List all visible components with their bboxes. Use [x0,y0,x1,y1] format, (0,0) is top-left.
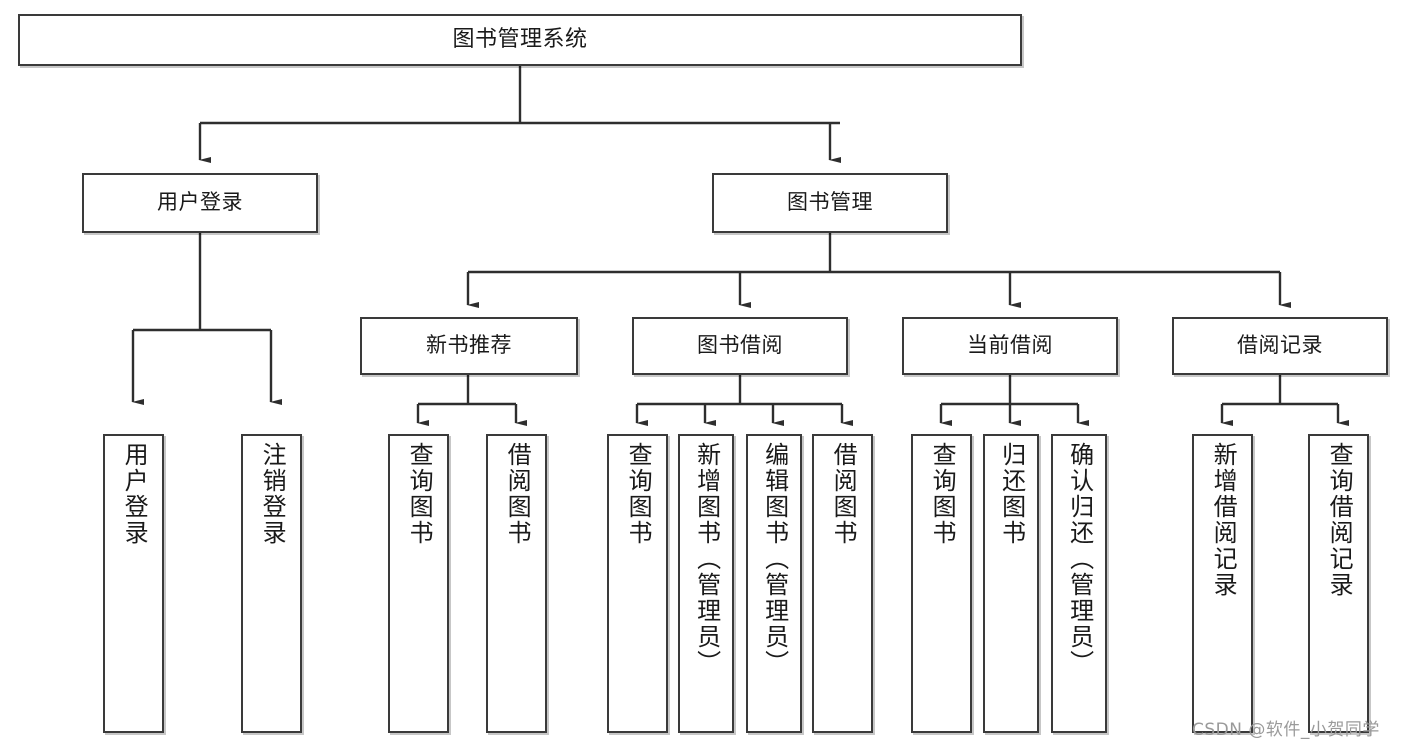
leaf-borrow-book-new[interactable]: 借阅图书 [486,434,547,733]
leaf-confirm-return-admin[interactable]: 确认归还（管理员） [1051,434,1107,733]
node-label: 确认归还（管理员） [1065,442,1094,676]
node-book-management[interactable]: 图书管理 [712,173,948,233]
leaf-query-borrow-record[interactable]: 查询借阅记录 [1308,434,1369,733]
node-label: 查询图书 [928,442,957,546]
node-label: 借阅图书 [829,442,858,546]
node-label: 借阅图书 [503,442,532,546]
node-label: 查询借阅记录 [1325,442,1354,598]
node-label: 图书管理 [787,190,873,215]
node-label: 借阅记录 [1237,333,1323,358]
node-label: 新增借阅记录 [1209,442,1238,598]
node-label: 新增图书（管理员） [692,442,721,676]
csdn-watermark: CSDN @软件_小贺同学 [1192,720,1380,740]
leaf-add-borrow-record[interactable]: 新增借阅记录 [1192,434,1253,733]
node-label: 查询图书 [405,442,434,546]
node-book-borrow[interactable]: 图书借阅 [632,317,848,375]
leaf-borrow-book[interactable]: 借阅图书 [812,434,873,733]
node-label: 编辑图书（管理员） [760,442,789,676]
leaf-add-book-admin[interactable]: 新增图书（管理员） [678,434,734,733]
node-label: 图书管理系统 [452,26,588,52]
leaf-query-book-borrow[interactable]: 查询图书 [607,434,668,733]
node-label: 图书借阅 [697,333,783,358]
leaf-query-book-new[interactable]: 查询图书 [388,434,449,733]
node-label: 新书推荐 [426,333,512,358]
node-root-system[interactable]: 图书管理系统 [18,14,1022,66]
node-user-login[interactable]: 用户登录 [82,173,318,233]
node-new-book-recommend[interactable]: 新书推荐 [360,317,578,375]
node-label: 查询图书 [624,442,653,546]
node-label: 注销登录 [258,442,287,546]
leaf-user-login[interactable]: 用户登录 [103,434,164,733]
node-label: 用户登录 [120,442,149,546]
leaf-edit-book-admin[interactable]: 编辑图书（管理员） [746,434,802,733]
node-label: 用户登录 [157,190,243,215]
node-label: 归还图书 [997,442,1026,546]
node-label: 当前借阅 [967,333,1053,358]
node-borrow-record[interactable]: 借阅记录 [1172,317,1388,375]
leaf-return-book[interactable]: 归还图书 [983,434,1039,733]
node-current-borrow[interactable]: 当前借阅 [902,317,1118,375]
leaf-query-book-current[interactable]: 查询图书 [911,434,972,733]
leaf-logout[interactable]: 注销登录 [241,434,302,733]
